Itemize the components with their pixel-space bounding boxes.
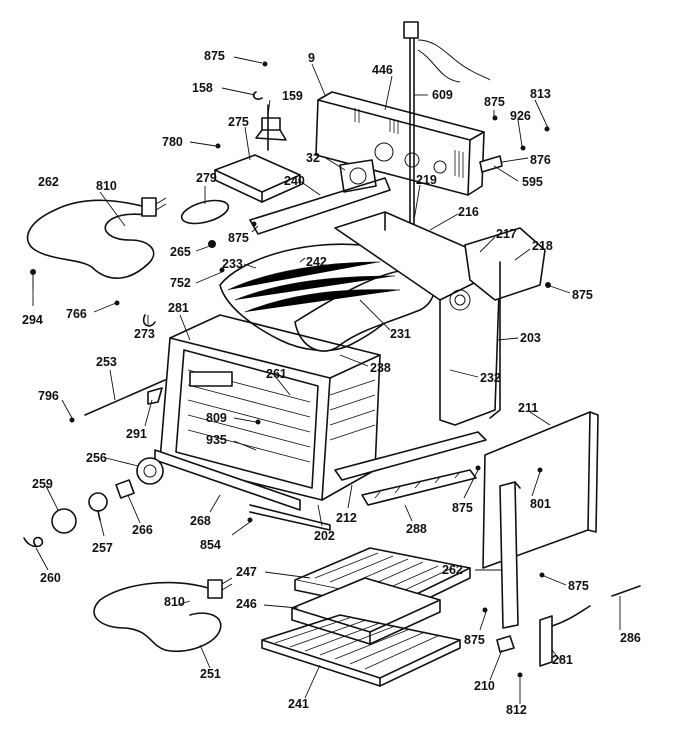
part-label-251: 251	[200, 667, 221, 681]
part-label-268: 268	[190, 514, 211, 528]
part-label-854: 854	[200, 538, 221, 552]
part-label-796: 796	[38, 389, 59, 403]
part-label-247: 247	[236, 565, 257, 579]
part-label-265: 265	[170, 245, 191, 259]
oven-rack	[261, 614, 461, 687]
part-label-262: 262	[442, 563, 463, 577]
part-label-219: 219	[416, 173, 437, 187]
part-label-813: 813	[530, 87, 551, 101]
part-label-211: 211	[518, 401, 538, 415]
part-label-752: 752	[170, 276, 191, 290]
part-label-446: 446	[372, 63, 393, 77]
part-label-253: 253	[96, 355, 117, 369]
part-label-216: 216	[458, 205, 479, 219]
part-label-32: 32	[306, 151, 320, 165]
part-label-609: 609	[432, 88, 453, 102]
part-label-926: 926	[510, 109, 531, 123]
part-label-266: 266	[132, 523, 153, 537]
part-label-288: 288	[406, 522, 427, 536]
part-label-281: 281	[552, 653, 573, 667]
broil-element-lower	[93, 577, 233, 653]
oval-cover	[180, 199, 230, 225]
bake-element-upper	[26, 197, 167, 279]
broiler-pan	[291, 547, 471, 645]
part-label-875: 875	[464, 633, 485, 647]
part-label-217: 217	[496, 227, 517, 241]
part-label-286: 286	[620, 631, 641, 645]
part-label-810: 810	[96, 179, 117, 193]
part-label-246: 246	[236, 597, 257, 611]
part-label-935: 935	[206, 433, 227, 447]
part-label-240: 240	[284, 174, 305, 188]
oven-light-assembly	[23, 457, 164, 548]
part-label-231: 231	[390, 327, 411, 341]
part-label-158: 158	[192, 81, 213, 95]
part-label-260: 260	[40, 571, 61, 585]
part-label-281: 281	[168, 301, 189, 315]
part-label-238: 238	[370, 361, 391, 375]
bottom-front-rail	[154, 449, 331, 531]
part-label-875: 875	[452, 501, 473, 515]
part-label-257: 257	[92, 541, 113, 555]
part-label-780: 780	[162, 135, 183, 149]
part-label-809: 809	[206, 411, 227, 425]
oven-front-frame	[159, 314, 381, 501]
part-label-875: 875	[204, 49, 225, 63]
part-label-812: 812	[506, 703, 527, 717]
part-label-291: 291	[126, 427, 147, 441]
door-hinge	[496, 585, 641, 678]
part-label-275: 275	[228, 115, 249, 129]
part-label-218: 218	[532, 239, 553, 253]
part-label-279: 279	[196, 171, 217, 185]
part-labels: 875 158 159 9 446 609 875 813 926 876 59…	[22, 49, 641, 717]
wire-harness	[403, 21, 491, 241]
part-label-261: 261	[266, 367, 287, 381]
hinge-rod	[69, 379, 166, 423]
part-label-232: 232	[480, 371, 501, 385]
control-panel-backguard	[315, 91, 485, 196]
part-label-875: 875	[572, 288, 593, 302]
part-label-242: 242	[306, 255, 327, 269]
left-screws	[30, 269, 156, 327]
part-label-256: 256	[86, 451, 107, 465]
part-label-875: 875	[228, 231, 249, 245]
part-label-875: 875	[484, 95, 505, 109]
part-label-262: 262	[38, 175, 59, 189]
top-bracket	[214, 154, 301, 203]
side-trim-strip	[499, 481, 521, 629]
part-label-876: 876	[530, 153, 551, 167]
part-label-259: 259	[32, 477, 53, 491]
part-label-9: 9	[308, 51, 315, 65]
part-label-233: 233	[222, 257, 243, 271]
part-label-203: 203	[520, 331, 541, 345]
part-label-810: 810	[164, 595, 185, 609]
part-label-766: 766	[66, 307, 87, 321]
insulation-blanket	[219, 243, 435, 352]
part-label-210: 210	[474, 679, 495, 693]
terminal-block	[252, 61, 287, 151]
leader-lines	[32, 56, 621, 704]
part-label-875: 875	[568, 579, 589, 593]
part-label-159: 159	[282, 89, 303, 103]
part-label-212: 212	[336, 511, 357, 525]
part-label-801: 801	[530, 497, 551, 511]
part-label-595: 595	[522, 175, 543, 189]
thermostat	[249, 159, 391, 235]
part-label-241: 241	[288, 697, 309, 711]
part-label-202: 202	[314, 529, 335, 543]
bottom-rail-right	[334, 431, 487, 506]
part-label-273: 273	[134, 327, 155, 341]
part-label-294: 294	[22, 313, 43, 327]
